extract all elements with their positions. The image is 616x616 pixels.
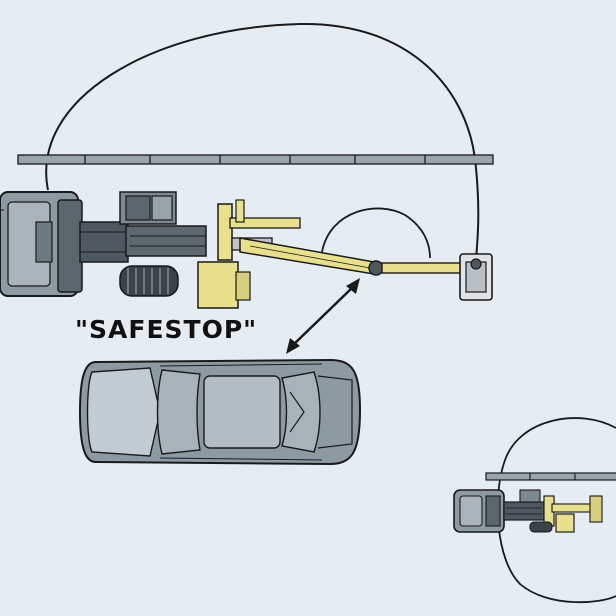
tractor-small-icon [453, 489, 603, 533]
safety-rail-lower [485, 472, 616, 481]
safe-distance-arrow [286, 278, 360, 354]
mower-boom-icon [197, 199, 493, 309]
safestop-label: "SAFESTOP" [75, 315, 257, 344]
joint-swing-arc [321, 207, 431, 259]
tractor-icon [0, 191, 207, 297]
car-icon [78, 358, 362, 466]
boom-reach-arc [45, 22, 480, 261]
safety-rail-upper [17, 154, 494, 165]
